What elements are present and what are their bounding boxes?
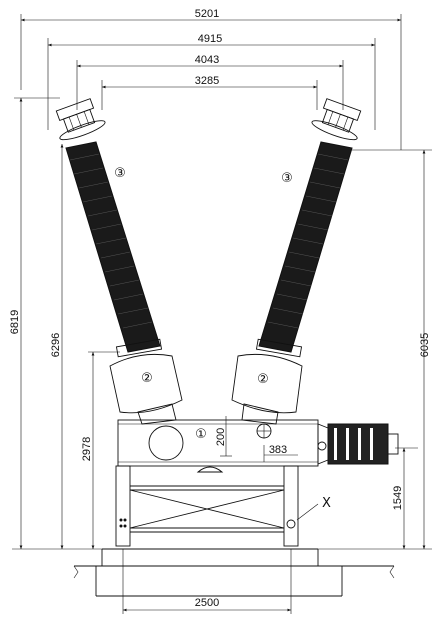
housing-left: ② [109, 353, 183, 425]
left-dimensions: 6819 6296 2978 [9, 97, 120, 550]
dim-6035: 6035 [419, 333, 431, 357]
dim-2978: 2978 [81, 437, 93, 461]
dim-200: 200 [215, 428, 227, 446]
dim-5201: 5201 [195, 8, 219, 20]
dim-3285: 3285 [195, 75, 219, 87]
right-dimensions: 6035 1549 [300, 149, 432, 550]
x-marker: X [322, 496, 331, 511]
dim-2500: 2500 [195, 597, 219, 609]
dim-383: 383 [269, 444, 287, 456]
housing-right: ② [231, 353, 303, 425]
housing-left-label: ② [141, 371, 153, 386]
dim-1549: 1549 [392, 486, 404, 510]
bushing-right-label: ③ [281, 171, 293, 186]
dim-6819: 6819 [9, 310, 21, 334]
left-bushing: ③ [55, 98, 163, 358]
main-tank: 200 ① 383 [117, 416, 319, 473]
top-dimensions: 5201 4915 4043 3285 [20, 8, 402, 150]
right-bushing: ③ [255, 98, 362, 358]
dim-4043: 4043 [195, 54, 219, 66]
operating-mechanism [317, 423, 399, 465]
dim-4915: 4915 [198, 33, 222, 45]
bottom-dimension: 2500 [122, 549, 292, 614]
housing-right-label: ② [257, 372, 269, 387]
bushing-left-label: ③ [114, 166, 126, 181]
dim-6296: 6296 [50, 333, 62, 357]
foundation [73, 548, 395, 597]
tank-label: ① [195, 427, 207, 442]
support-frame: X [115, 465, 331, 547]
